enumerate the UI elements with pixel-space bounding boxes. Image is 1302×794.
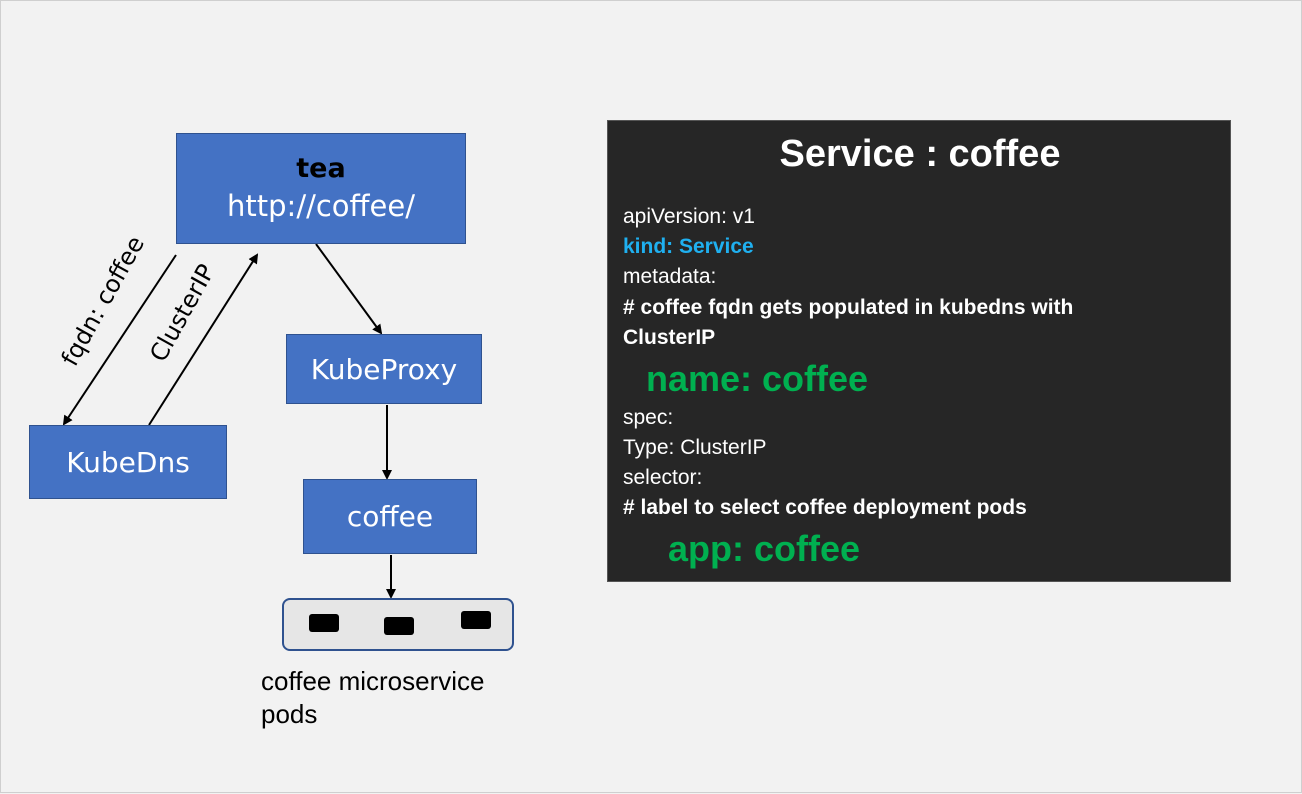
kubeproxy-box: KubeProxy [286, 334, 482, 404]
yaml-name: name: coffee [646, 358, 869, 399]
coffee-box: coffee [303, 479, 477, 554]
kubedns-box: KubeDns [29, 425, 227, 499]
yaml-comment-fqdn-line1: # coffee fqdn gets populated in kubedns … [623, 296, 1074, 319]
tea-box: tea http://coffee/ [176, 133, 466, 244]
clusterip-edge-label: ClusterIP [144, 259, 221, 367]
arrow-tea-to-kubeproxy [315, 243, 383, 335]
pod-block [384, 617, 414, 635]
pods-caption-line2: pods [261, 699, 318, 729]
yaml-spec: spec: [623, 406, 674, 429]
yaml-comment-fqdn-line2: ClusterIP [623, 326, 716, 349]
yaml-comment-label: # label to select coffee deployment pods [623, 496, 1027, 519]
yaml-selector: selector: [623, 466, 703, 489]
panel-title: Service : coffee [779, 133, 1061, 175]
pods-tray [282, 598, 514, 651]
fqdn-edge-label: fqdn: coffee [55, 231, 151, 371]
yaml-type: Type: ClusterIP [623, 436, 767, 459]
yaml-api-version: apiVersion: v1 [623, 205, 755, 228]
pods-caption-line1: coffee microservice [261, 666, 485, 696]
pods-caption: coffee microservice pods [261, 665, 541, 731]
yaml-app: app: coffee [668, 528, 861, 569]
pod-block [309, 614, 339, 632]
yaml-metadata: metadata: [623, 265, 717, 288]
service-yaml-panel: Service : coffee apiVersion: v1 kind: Se… [607, 120, 1231, 582]
tea-box-title: tea [296, 152, 346, 184]
pod-block [461, 611, 491, 629]
yaml-kind: kind: Service [623, 235, 754, 258]
tea-box-url: http://coffee/ [227, 188, 415, 223]
